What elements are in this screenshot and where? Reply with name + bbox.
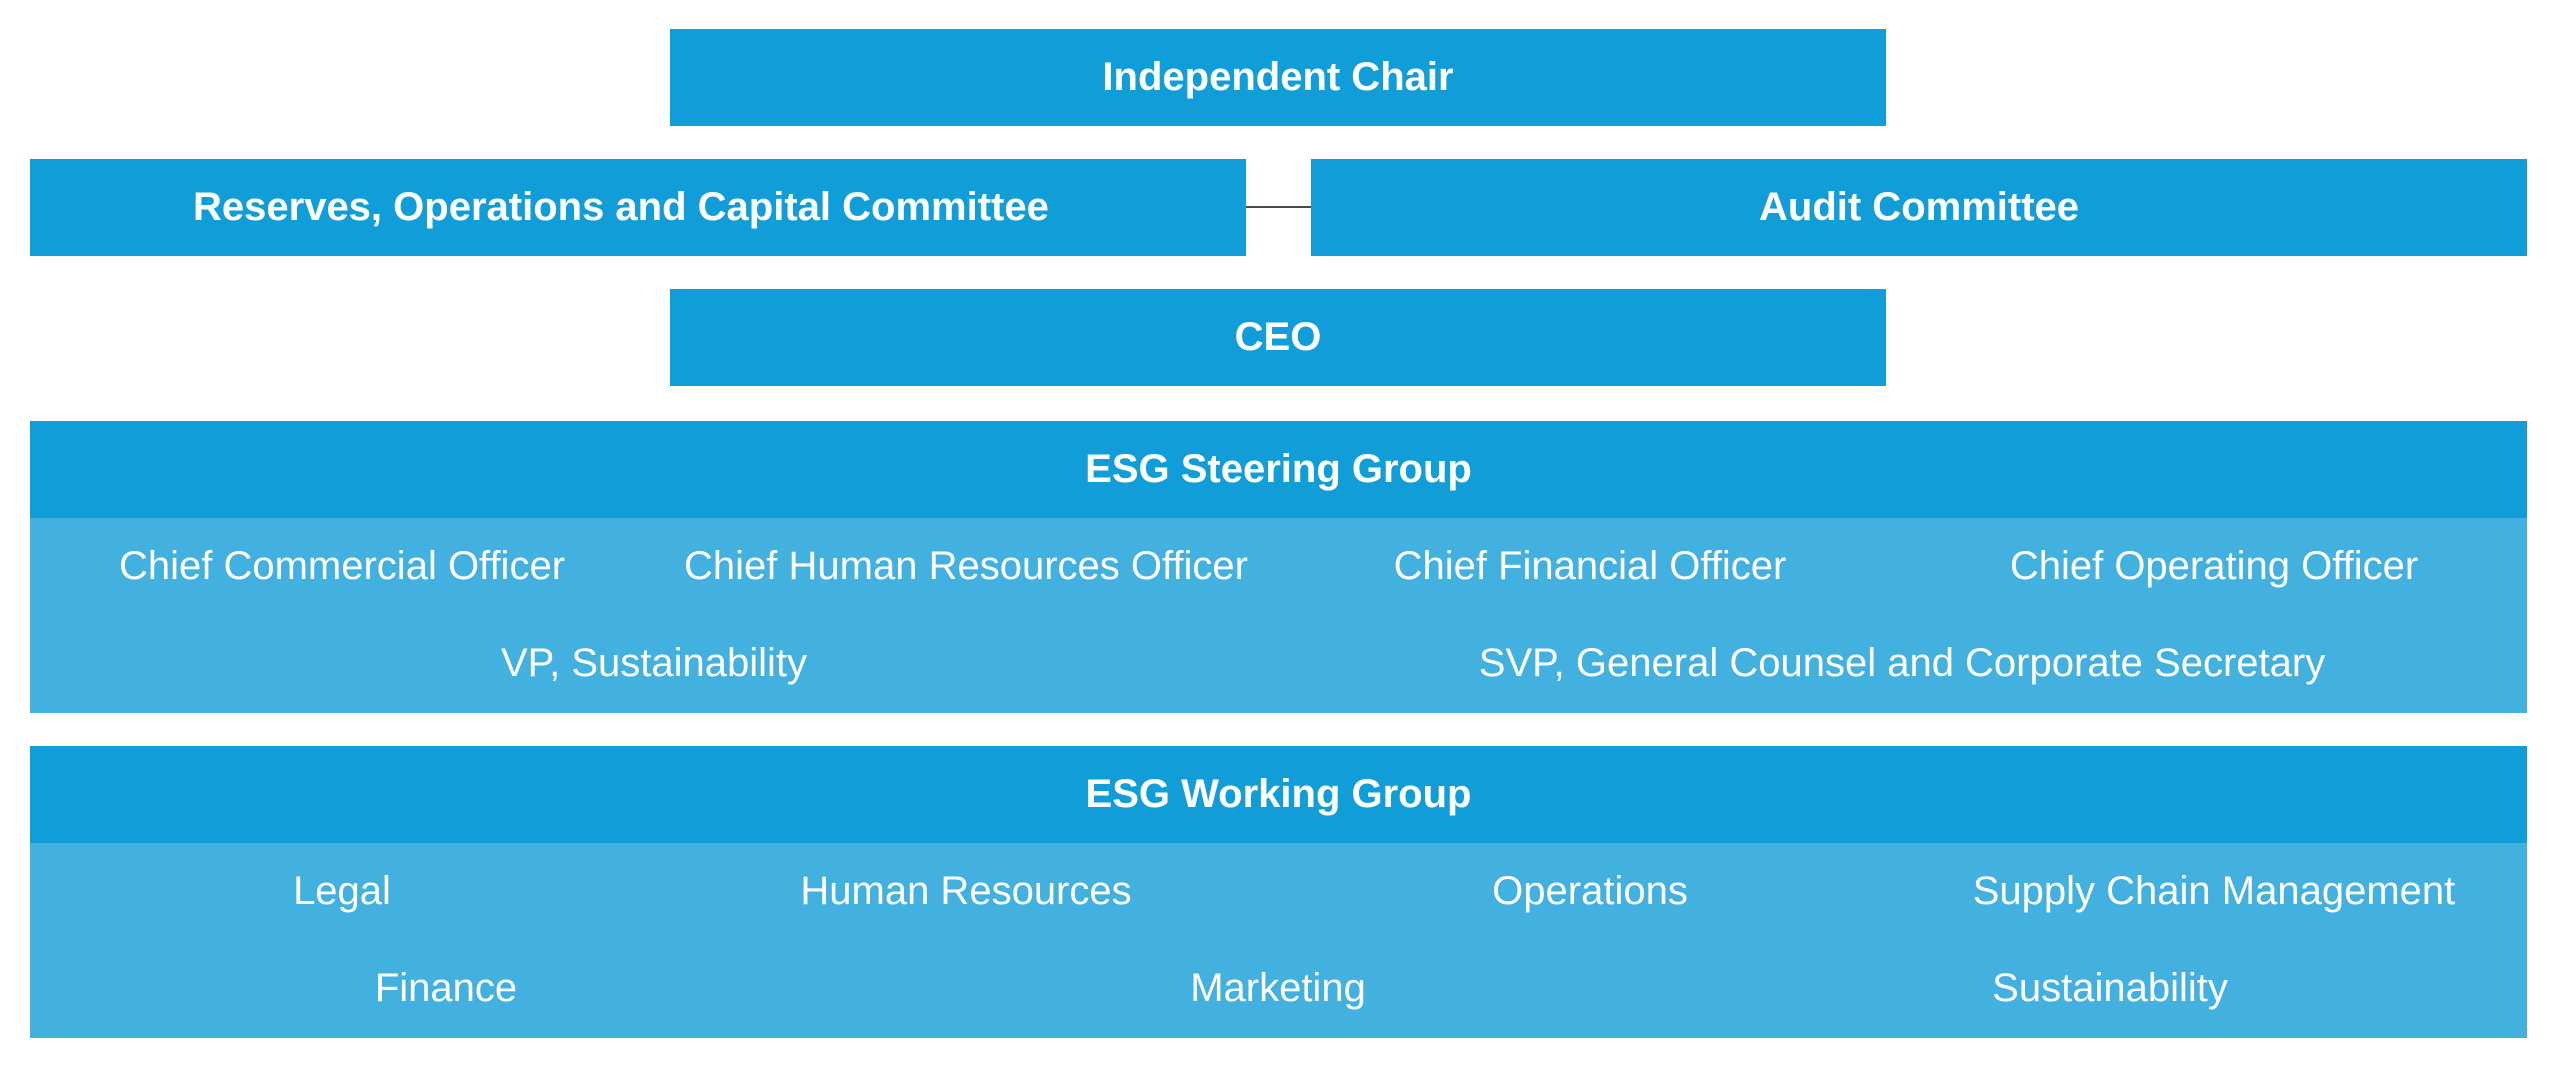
working-member-supply-chain-management: Supply Chain Management [1972, 869, 2456, 913]
esg-steering-group: ESG Steering Group Chief Commercial Offi… [30, 421, 2527, 713]
esg-working-group: ESG Working Group Legal Human Resources … [30, 746, 2527, 1038]
working-member-sustainability: Sustainability [1992, 966, 2228, 1010]
working-member-legal: Legal [293, 869, 391, 913]
committee-connector-line [1246, 206, 1311, 208]
steering-member-chief-financial-officer: Chief Financial Officer [1393, 544, 1787, 588]
esg-working-group-title: ESG Working Group [1085, 772, 1472, 816]
steering-member-svp-general-counsel: SVP, General Counsel and Corporate Secre… [1478, 641, 2326, 685]
steering-member-chief-operating-officer: Chief Operating Officer [2009, 544, 2419, 588]
working-member-marketing: Marketing [1190, 966, 1366, 1010]
steering-member-chief-commercial-officer: Chief Commercial Officer [118, 544, 566, 588]
working-member-human-resources: Human Resources [800, 869, 1132, 913]
independent-chair-label: Independent Chair [1102, 55, 1454, 99]
reserves-operations-capital-committee-box: Reserves, Operations and Capital Committ… [30, 159, 1246, 256]
ceo-box: CEO [670, 289, 1886, 386]
audit-committee-label: Audit Committee [1759, 185, 2079, 229]
working-member-operations: Operations [1492, 869, 1688, 913]
steering-member-vp-sustainability: VP, Sustainability [500, 641, 808, 685]
steering-member-chief-human-resources-officer: Chief Human Resources Officer [684, 544, 1248, 588]
ceo-label: CEO [1234, 315, 1322, 359]
reserves-committee-label: Reserves, Operations and Capital Committ… [193, 185, 1049, 229]
independent-chair-box: Independent Chair [670, 29, 1886, 126]
esg-steering-group-title: ESG Steering Group [1085, 447, 1472, 491]
audit-committee-box: Audit Committee [1311, 159, 2527, 256]
working-member-finance: Finance [374, 966, 518, 1010]
esg-steering-group-header: ESG Steering Group [30, 421, 2527, 518]
esg-working-group-header: ESG Working Group [30, 746, 2527, 843]
